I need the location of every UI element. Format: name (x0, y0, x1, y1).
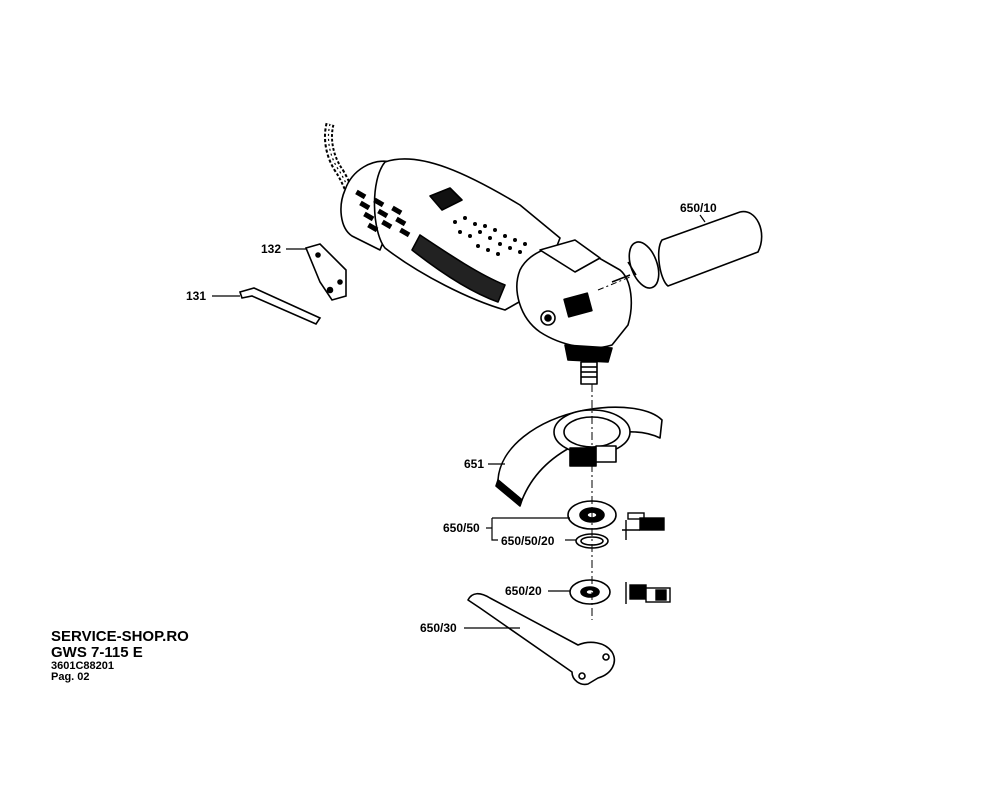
label-651: 651 (464, 457, 484, 471)
hex-key (238, 287, 322, 326)
pin-spanner (467, 592, 616, 686)
housing-grip-dots (453, 216, 527, 256)
label-132: 132 (261, 242, 281, 256)
leader-lines (212, 214, 706, 629)
label-650-30: 650/30 (420, 621, 457, 635)
flange-profile-view (622, 512, 665, 540)
page-number: Pag. 02 (51, 671, 90, 684)
model-name: GWS 7-115 E (51, 643, 143, 661)
spindle-collar (564, 344, 613, 363)
side-handle (611, 210, 763, 289)
nut-profile-view (625, 582, 671, 604)
spindle-thread (580, 361, 598, 385)
vent-slots (355, 189, 411, 238)
part-number: 3601C88201 (51, 659, 115, 672)
label-131: 131 (186, 289, 206, 303)
document-info-block: SERVICE-SHOP.RO GWS 7-115 E 3601C88201 P… (51, 629, 189, 684)
grip-band (411, 234, 506, 303)
handle-grip (657, 210, 763, 287)
wheel-guard (495, 406, 663, 507)
label-650-20: 650/20 (505, 584, 542, 598)
spindle-lock-button (563, 292, 593, 318)
motor-housing (373, 158, 561, 311)
handle-axis (597, 276, 631, 291)
label-650-50: 650/50 (443, 521, 480, 535)
label-650-10: 650/10 (680, 201, 717, 215)
clamping-nut (569, 579, 611, 605)
angle-grinder-body (323, 122, 633, 385)
label-650-50-20: 650/50/20 (501, 534, 555, 548)
spacer-plate (304, 243, 347, 301)
shop-name: SERVICE-SHOP.RO (51, 628, 189, 645)
switch-slider (429, 187, 463, 211)
